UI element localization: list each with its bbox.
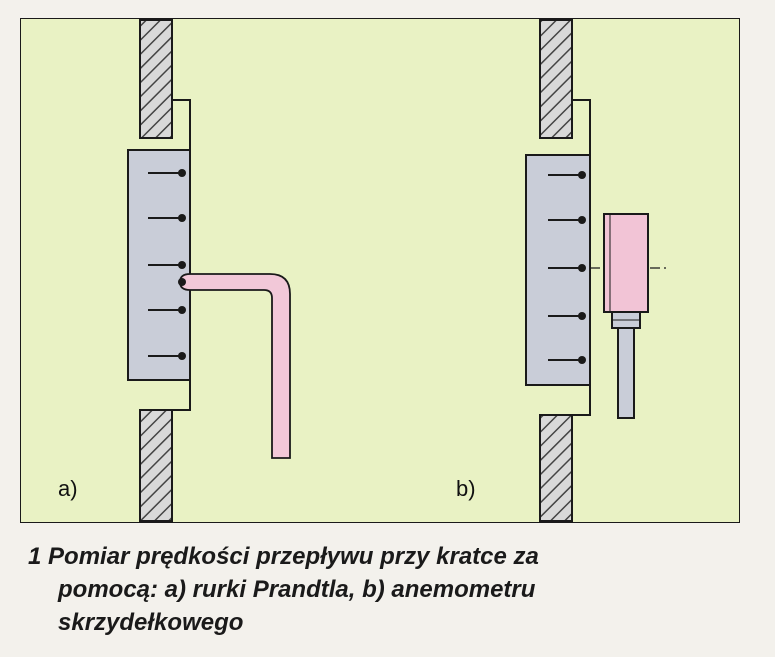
measurement-point <box>548 312 586 320</box>
anemometer-handle <box>617 327 635 419</box>
measurement-point <box>148 261 186 269</box>
measurement-point <box>148 214 186 222</box>
caption-text-2: pomocą: a) rurki Prandtla, b) anemometru <box>58 576 536 603</box>
figure-frame: a) b) <box>20 18 740 523</box>
measurement-points-b <box>548 171 586 364</box>
measurement-point <box>548 216 586 224</box>
grille-flange-b <box>572 99 591 416</box>
panel-b: b) <box>456 19 670 522</box>
measurement-points-a <box>148 169 186 360</box>
caption-line-1: 1 Pomiar prędkości przepływu przy kratce… <box>28 540 748 573</box>
figure-caption: 1 Pomiar prędkości przepływu przy kratce… <box>28 540 748 639</box>
measurement-point <box>548 171 586 179</box>
caption-number: 1 <box>28 543 42 570</box>
prandtl-tube-tip <box>178 278 186 286</box>
caption-text-3: skrzydełkowego <box>58 609 244 636</box>
wall-bottom-a <box>139 409 173 522</box>
measurement-point <box>548 264 586 272</box>
wall-top-a <box>139 19 173 139</box>
panel-a: a) <box>58 19 291 522</box>
measurement-point <box>148 306 186 314</box>
measurement-point <box>148 352 186 360</box>
panel-a-label: a) <box>58 476 78 501</box>
measurement-point <box>548 356 586 364</box>
wall-bottom-b <box>539 414 573 522</box>
caption-line-2: pomocą: a) rurki Prandtla, b) anemometru <box>28 573 748 606</box>
panel-b-label: b) <box>456 476 476 501</box>
measurement-point <box>148 169 186 177</box>
caption-line-3: skrzydełkowego <box>28 606 748 639</box>
caption-text-1: Pomiar prędkości przepływu przy kratce z… <box>48 543 539 570</box>
grille-flange-a <box>172 99 191 411</box>
anemometer-body <box>603 213 649 313</box>
wall-top-b <box>539 19 573 139</box>
